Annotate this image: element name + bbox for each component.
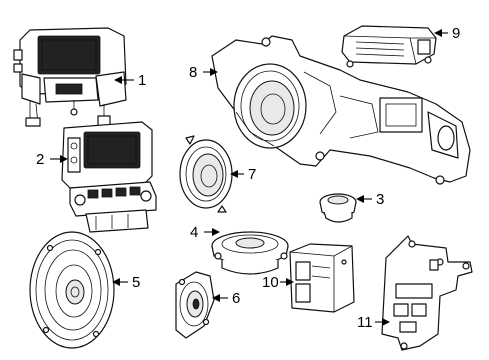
callout-7: 7 [230,166,256,183]
part-1-display-unit [13,27,127,127]
callout-2-label: 2 [36,151,44,168]
callout-1: 1 [114,72,146,89]
part-11-mounting-bracket [381,235,473,351]
callout-3-label: 3 [376,191,384,208]
callout-5-label: 5 [132,274,140,291]
callout-2: 2 [36,151,68,168]
part-4-low-profile-speaker [211,231,289,275]
callout-11-label: 11 [357,314,373,331]
part-5-woofer-speaker [29,231,115,349]
callout-8-label: 8 [189,64,197,81]
callout-3: 3 [356,191,384,208]
part-10-control-module [289,243,355,313]
part-2-infotainment-display [61,121,157,233]
callout-7-label: 7 [248,166,256,183]
callout-9-label: 9 [452,25,460,42]
part-7-midrange-speaker [179,135,233,213]
callout-4: 4 [190,224,220,241]
part-3-tweeter [319,193,357,223]
callout-1-label: 1 [138,72,146,89]
callout-4-label: 4 [190,224,198,241]
part-8-subwoofer-enclosure [211,35,471,185]
callout-9: 9 [434,25,460,42]
callout-5: 5 [112,274,140,291]
part-6-small-speaker [175,271,215,339]
part-9-amplifier [341,25,437,68]
callout-10: 10 [262,274,294,291]
callout-10-label: 10 [262,274,279,291]
callout-6: 6 [212,290,240,307]
callout-11: 11 [357,314,390,331]
callout-8: 8 [189,64,218,81]
callout-6-label: 6 [232,290,240,307]
